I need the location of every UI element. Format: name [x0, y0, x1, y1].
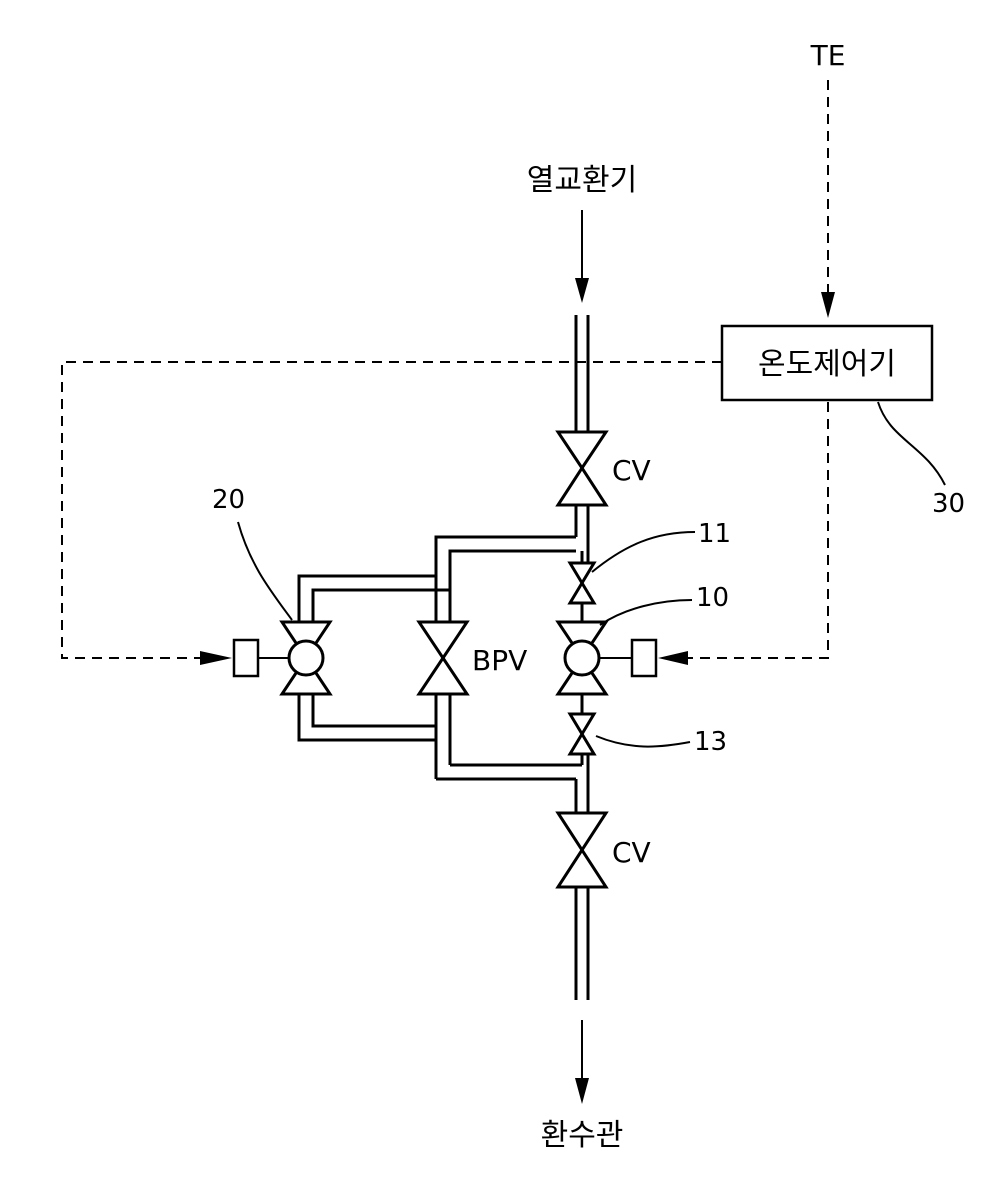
cv-top-label: CV: [612, 454, 651, 487]
cv-bottom-valve: [558, 813, 606, 887]
ref-20-label: 20: [212, 485, 245, 515]
valve-10: [558, 622, 656, 694]
ref-11-label: 11: [698, 519, 731, 549]
bypass-manifold: [299, 537, 582, 779]
ref-13-label: 13: [694, 727, 727, 757]
return-pipe-label: 환수관: [541, 1118, 624, 1153]
bpv-label: BPV: [472, 644, 527, 677]
leader-30: [878, 402, 945, 485]
bpv-valve: [419, 622, 467, 694]
cv-bottom-label: CV: [612, 836, 651, 869]
leader-10: [600, 600, 692, 625]
te-signal-arrow: [821, 292, 835, 318]
right-control-signal-arrow: [658, 651, 688, 665]
leader-13: [596, 736, 690, 747]
valve-20: [234, 622, 330, 694]
leader-11: [592, 532, 695, 572]
cv-top-valve: [558, 432, 606, 505]
ref-10-label: 10: [696, 583, 729, 613]
valve-11: [570, 563, 594, 603]
controller-label: 온도제어기: [758, 347, 896, 382]
left-control-signal-arrow: [200, 651, 232, 665]
leader-20: [238, 522, 292, 620]
valve-13: [570, 714, 594, 754]
te-label: TE: [810, 39, 846, 72]
inlet-flow-arrow: [575, 278, 589, 303]
outlet-flow-arrow: [575, 1078, 589, 1104]
heat-exchanger-label: 열교환기: [527, 163, 637, 198]
ref-30-label: 30: [932, 489, 965, 519]
valve-10-actuator: [632, 640, 656, 676]
valve-20-actuator: [234, 640, 258, 676]
